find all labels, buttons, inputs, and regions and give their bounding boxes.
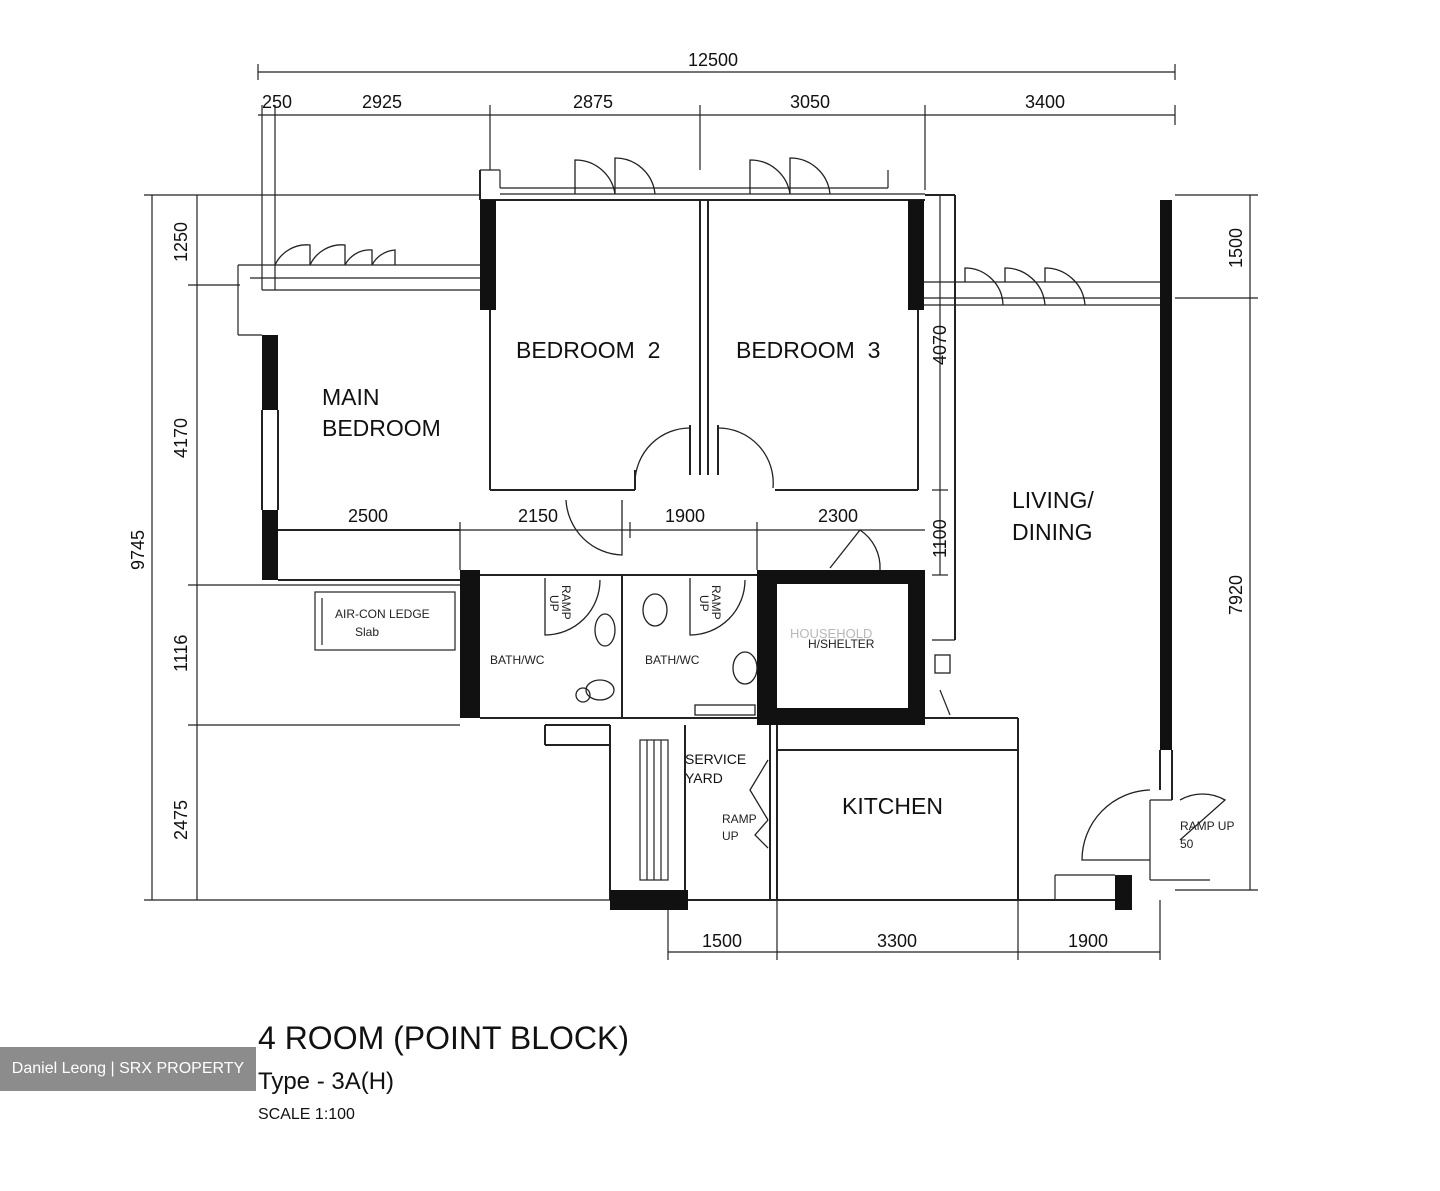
dim-corridor-3: 1900 bbox=[665, 506, 705, 526]
plan-title: 4 ROOM (POINT BLOCK) bbox=[258, 1020, 630, 1056]
ramp-bath-2-up: UP bbox=[697, 595, 711, 612]
room-bedroom-3: BEDROOM 3 bbox=[736, 337, 880, 363]
room-service-yard: SERVICE bbox=[685, 751, 746, 767]
dim-corridor-1: 2500 bbox=[348, 506, 388, 526]
room-bedroom-2: BEDROOM 2 bbox=[516, 337, 660, 363]
dim-bottom-3: 1900 bbox=[1068, 931, 1108, 951]
room-household-shelter: H/SHELTER bbox=[808, 637, 875, 651]
dim-left-4: 2475 bbox=[171, 800, 191, 840]
dim-top-3: 2875 bbox=[573, 92, 613, 112]
room-kitchen: KITCHEN bbox=[842, 793, 943, 819]
room-service-yard-2: YARD bbox=[685, 770, 723, 786]
ramp-service-yard-up: UP bbox=[722, 829, 739, 843]
ramp-bath-1-up: UP bbox=[547, 595, 561, 612]
room-main-bedroom: MAIN bbox=[322, 384, 380, 410]
doors-windows bbox=[274, 157, 1227, 861]
room-aircon-ledge-2: Slab bbox=[355, 625, 379, 639]
dim-corridor-4: 2300 bbox=[818, 506, 858, 526]
dim-left-2: 4170 bbox=[171, 418, 191, 458]
dim-top-1: 250 bbox=[262, 92, 292, 112]
dim-left-overall: 9745 bbox=[128, 530, 148, 570]
dimension-lines bbox=[144, 64, 1258, 960]
room-bath-2: BATH/WC bbox=[645, 653, 700, 667]
dim-inner-2: 1100 bbox=[930, 519, 950, 558]
plan-scale: SCALE 1:100 bbox=[258, 1106, 355, 1123]
room-dining: DINING bbox=[1012, 519, 1093, 545]
dim-overall-width: 12500 bbox=[688, 50, 738, 70]
dim-corridor-2: 2150 bbox=[518, 506, 558, 526]
dim-left-3: 1116 bbox=[171, 635, 191, 672]
watermark: Daniel Leong | SRX PROPERTY bbox=[0, 1047, 256, 1091]
dim-right-2: 7920 bbox=[1226, 575, 1246, 615]
dim-right-1: 1500 bbox=[1226, 228, 1246, 268]
dim-left-1: 1250 bbox=[171, 222, 191, 262]
ramp-bath-1: RAMP bbox=[559, 585, 573, 620]
room-main-bedroom-2: BEDROOM bbox=[322, 415, 441, 441]
dim-top-4: 3050 bbox=[790, 92, 830, 112]
room-bath-1: BATH/WC bbox=[490, 653, 545, 667]
room-aircon-ledge: AIR-CON LEDGE bbox=[335, 607, 430, 621]
dim-top-2: 2925 bbox=[362, 92, 402, 112]
ramp-entrance: RAMP UP bbox=[1180, 819, 1234, 833]
dim-top-5: 3400 bbox=[1025, 92, 1065, 112]
floor-plan: 12500 250 2925 2875 3050 3400 1250 4170 … bbox=[128, 50, 1258, 960]
ramp-entrance-50: 50 bbox=[1180, 837, 1194, 851]
walls bbox=[237, 169, 1210, 910]
ramp-bath-2: RAMP bbox=[709, 585, 723, 620]
dim-bottom-2: 3300 bbox=[877, 931, 917, 951]
ghost-label: HOUSEHOLD bbox=[790, 626, 872, 641]
plan-type: Type - 3A(H) bbox=[258, 1068, 395, 1095]
dim-inner-1: 4070 bbox=[930, 325, 950, 365]
ramp-service-yard: RAMP bbox=[722, 812, 757, 826]
dim-bottom-1: 1500 bbox=[702, 931, 742, 951]
room-living: LIVING/ bbox=[1012, 487, 1094, 513]
